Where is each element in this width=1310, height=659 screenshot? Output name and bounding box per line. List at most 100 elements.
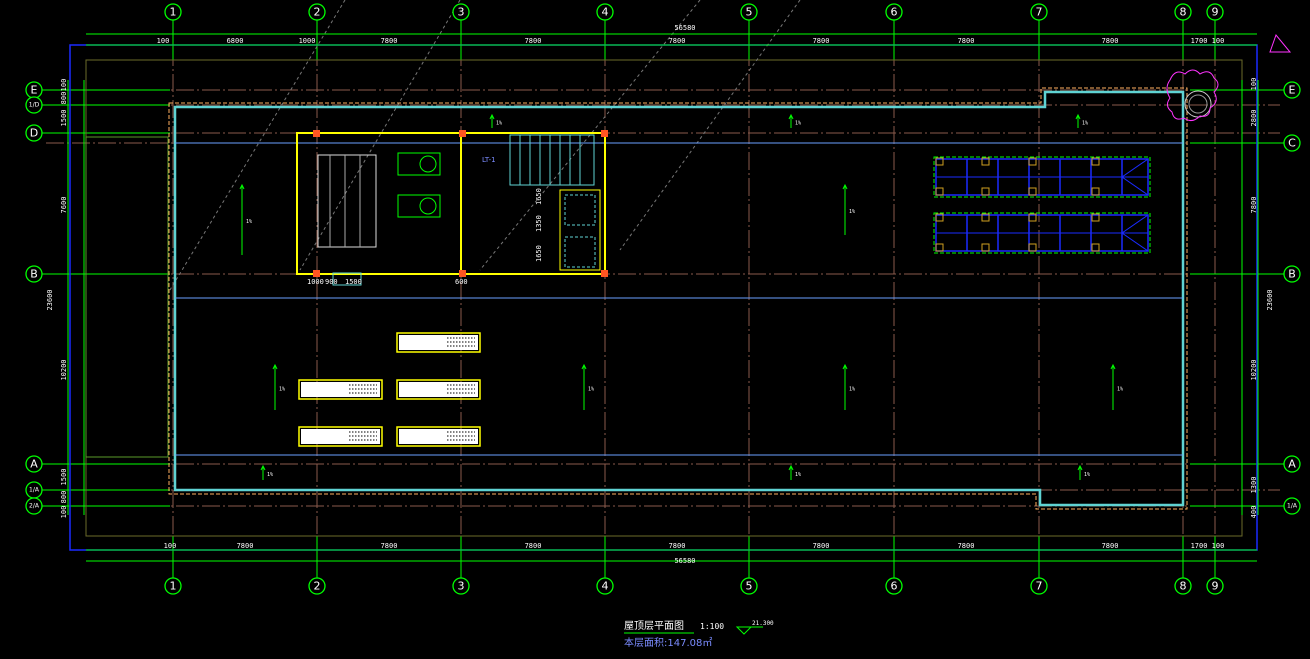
slope-arrow-icon: 1% xyxy=(260,464,273,480)
axis-bubble: 2/A xyxy=(25,497,43,515)
axis-bubble: E xyxy=(25,81,43,99)
equipment-unit xyxy=(298,426,383,447)
equipment-unit xyxy=(396,426,481,447)
axis-bubble: 5 xyxy=(740,577,758,595)
parapet-line xyxy=(168,87,1188,510)
slope-label: 1% xyxy=(1082,121,1088,127)
dimension-text: 7800 xyxy=(813,37,830,45)
axis-bubble: D xyxy=(25,124,43,142)
axis-label: 6 xyxy=(891,6,898,19)
slope-label: 1% xyxy=(279,387,285,393)
dimension-text: 7800 xyxy=(525,542,542,550)
dimension-text: 100 xyxy=(1212,542,1225,550)
axis-label: E xyxy=(31,84,38,97)
dimension-text: 7800 xyxy=(958,542,975,550)
axis-label: 5 xyxy=(746,580,753,593)
axis-label: A xyxy=(30,458,38,471)
axis-label: 7 xyxy=(1036,580,1043,593)
slope-label: 1% xyxy=(496,121,502,127)
axis-bubble: 2 xyxy=(308,577,326,595)
axis-label: 1/A xyxy=(1287,503,1298,510)
room-dimension: 600 xyxy=(455,278,468,286)
axis-bubble: 1/D xyxy=(25,96,43,114)
dimension-text: 7800 xyxy=(381,542,398,550)
dimension-text: 7800 xyxy=(669,37,686,45)
dimension-total: 23600 xyxy=(46,289,54,310)
slope-arrow-icon: 1% xyxy=(842,363,855,410)
slope-arrow-icon: 1% xyxy=(489,113,502,128)
axis-bubble: 3 xyxy=(452,3,470,21)
dimension-text: 1500 xyxy=(60,469,68,486)
axis-bubble: C xyxy=(1283,134,1301,152)
dimension-text: 1500 xyxy=(60,110,68,127)
slope-label: 1% xyxy=(849,387,855,393)
tree-cloud-icon xyxy=(1166,69,1219,122)
axis-bubble: 4 xyxy=(596,3,614,21)
solar-panel-array xyxy=(933,212,1151,254)
equipment-units xyxy=(298,332,481,447)
axis-bubble: 9 xyxy=(1206,577,1224,595)
axis-label: 6 xyxy=(891,580,898,593)
dimension-text: 7800 xyxy=(669,542,686,550)
floor-area: 本层面积:147.08㎡ xyxy=(624,636,712,649)
axis-bubble: 9 xyxy=(1206,3,1224,21)
axis-label: 1 xyxy=(170,580,177,593)
axis-label: 2/A xyxy=(29,503,40,510)
axis-bubble: 2 xyxy=(308,3,326,21)
slope-label: 1% xyxy=(246,219,252,225)
dimension-text: 7800 xyxy=(1102,542,1119,550)
dimension-text: 100 xyxy=(1212,37,1225,45)
room-dimension: 1350 xyxy=(535,215,543,232)
axis-label: 7 xyxy=(1036,6,1043,19)
axis-label: 8 xyxy=(1180,6,1187,19)
drawing-title: 屋顶层平面图 xyxy=(624,620,684,632)
axis-label: 3 xyxy=(458,580,465,593)
dimension-text: 100 xyxy=(1250,78,1258,91)
dimension-text: 7800 xyxy=(381,37,398,45)
axis-label: 5 xyxy=(746,6,753,19)
dimension-text: 1000 xyxy=(299,37,316,45)
elevation-marker-icon xyxy=(735,626,763,635)
dimension-text: 7800 xyxy=(237,542,254,550)
solar-panel-array xyxy=(933,156,1151,198)
dimension-text: 100 xyxy=(164,542,177,550)
hatch-guides xyxy=(169,0,801,291)
slope-arrow-icon: 1% xyxy=(788,464,801,480)
axis-label: E xyxy=(1289,84,1296,97)
axis-label: B xyxy=(30,268,38,281)
axis-bubble: A xyxy=(25,455,43,473)
room-dimension: 1000 xyxy=(307,278,324,286)
axis-bubble: 6 xyxy=(885,3,903,21)
axis-label: 2 xyxy=(314,580,321,593)
dimension-total: 23600 xyxy=(1266,289,1274,310)
vent-icon xyxy=(1184,90,1212,118)
dimension-text: 7600 xyxy=(60,197,68,214)
building-outline xyxy=(173,90,1185,507)
dimension-text: 7800 xyxy=(813,542,830,550)
slope-label: 1% xyxy=(795,121,801,127)
slope-label: 1% xyxy=(849,209,855,215)
axis-bubble: A xyxy=(1283,455,1301,473)
axis-label: 8 xyxy=(1180,580,1187,593)
dimension-text: 10200 xyxy=(1250,359,1258,380)
axis-label: C xyxy=(1288,137,1296,150)
dimension-text: 6800 xyxy=(227,37,244,45)
solar-panel-arrays xyxy=(933,156,1151,254)
north-arrow-icon xyxy=(1269,33,1292,53)
axis-label: 1 xyxy=(170,6,177,19)
vent-inner-icon xyxy=(1188,94,1208,114)
room-dimension: 1650 xyxy=(535,188,543,205)
stair-label: LT-1 xyxy=(482,156,496,164)
room-dimension: 1500 xyxy=(345,278,362,286)
slope-label: 1% xyxy=(1117,387,1123,393)
slope-arrow-icon: 1% xyxy=(1075,113,1088,128)
dimension-text: 2800 xyxy=(1250,110,1258,127)
dimension-text: 7800 xyxy=(1102,37,1119,45)
dimension-text: 400 xyxy=(1250,506,1258,519)
axis-label: 1/D xyxy=(29,102,40,109)
elevation-value: 21.300 xyxy=(752,620,774,627)
axis-bubble: B xyxy=(25,265,43,283)
slope-arrow-icon: 1% xyxy=(788,113,801,128)
